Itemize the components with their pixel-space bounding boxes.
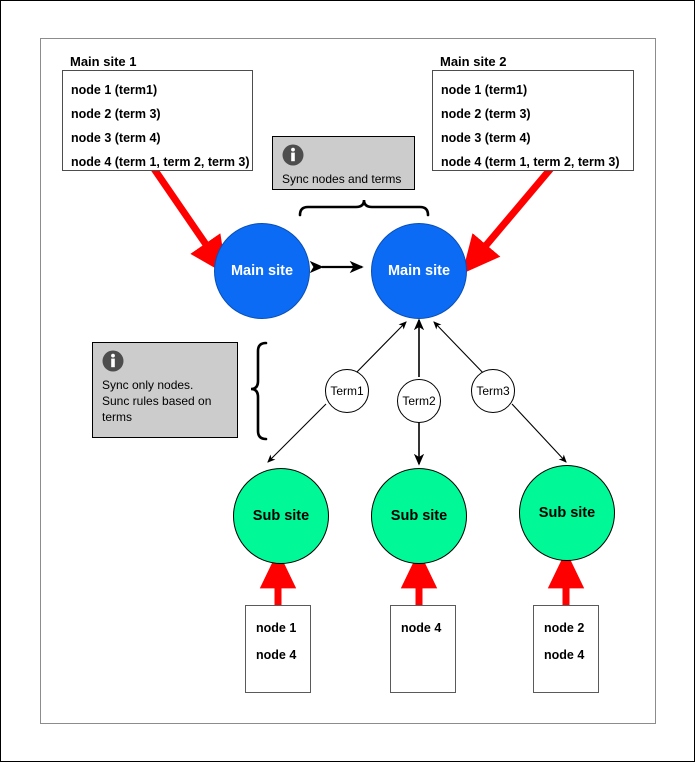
node-entry: node 2 (term 3) [71, 107, 161, 121]
main-site-2-title: Main site 2 [440, 54, 507, 69]
callout-text: Sync only nodes. Sunc rules based on ter… [102, 378, 212, 424]
sub-site-circle-1: Sub site [233, 468, 329, 564]
callout-sync-nodes-and-terms: Sync nodes and terms [272, 136, 415, 190]
leaf-node-box-3: node 2 node 4 [533, 605, 599, 693]
term-label: Term1 [330, 384, 364, 398]
main-site-2-node-box: node 1 (term1) node 2 (term 3) node 3 (t… [432, 70, 634, 171]
main-site-circle-left: Main site [214, 223, 310, 319]
node-entry: node 3 (term 4) [71, 131, 161, 145]
leaf-node-box-2: node 4 [390, 605, 456, 693]
main-site-circle-right: Main site [371, 223, 467, 319]
sub-site-circle-3: Sub site [519, 465, 615, 561]
node-entry: node 4 (term 1, term 2, term 3) [441, 155, 620, 169]
sub-site-label: Sub site [538, 505, 596, 521]
term-circle-1: Term1 [325, 369, 369, 413]
node-entry: node 4 (term 1, term 2, term 3) [71, 155, 250, 169]
node-entry: node 1 (term1) [441, 83, 528, 97]
term-label: Term2 [402, 394, 436, 408]
inner-frame [40, 38, 656, 724]
callout-text: Sync nodes and terms [282, 172, 402, 186]
main-site-circle-label: Main site [387, 263, 451, 279]
node-entry: node 2 (term 3) [441, 107, 531, 121]
leaf-node-entry: node 4 [544, 648, 585, 662]
leaf-node-box-1: node 1 node 4 [245, 605, 311, 693]
node-entry: node 3 (term 4) [441, 131, 531, 145]
sub-site-circle-2: Sub site [371, 468, 467, 564]
sub-site-label: Sub site [390, 508, 448, 524]
term-circle-3: Term3 [471, 369, 515, 413]
main-site-circle-label: Main site [230, 263, 294, 279]
main-site-1-title: Main site 1 [70, 54, 137, 69]
term-circle-2: Term2 [397, 379, 441, 423]
info-icon [102, 350, 124, 372]
leaf-node-entry: node 4 [401, 621, 442, 635]
leaf-node-entry: node 4 [256, 648, 297, 662]
term-label: Term3 [476, 384, 510, 398]
node-entry: node 1 (term1) [71, 83, 158, 97]
leaf-node-entry: node 1 [256, 621, 297, 635]
main-site-1-node-box: node 1 (term1) node 2 (term 3) node 3 (t… [62, 70, 253, 171]
info-icon [282, 144, 304, 166]
sub-site-label: Sub site [252, 508, 310, 524]
callout-sync-only-nodes: Sync only nodes. Sunc rules based on ter… [92, 342, 238, 438]
leaf-node-entry: node 2 [544, 621, 585, 635]
